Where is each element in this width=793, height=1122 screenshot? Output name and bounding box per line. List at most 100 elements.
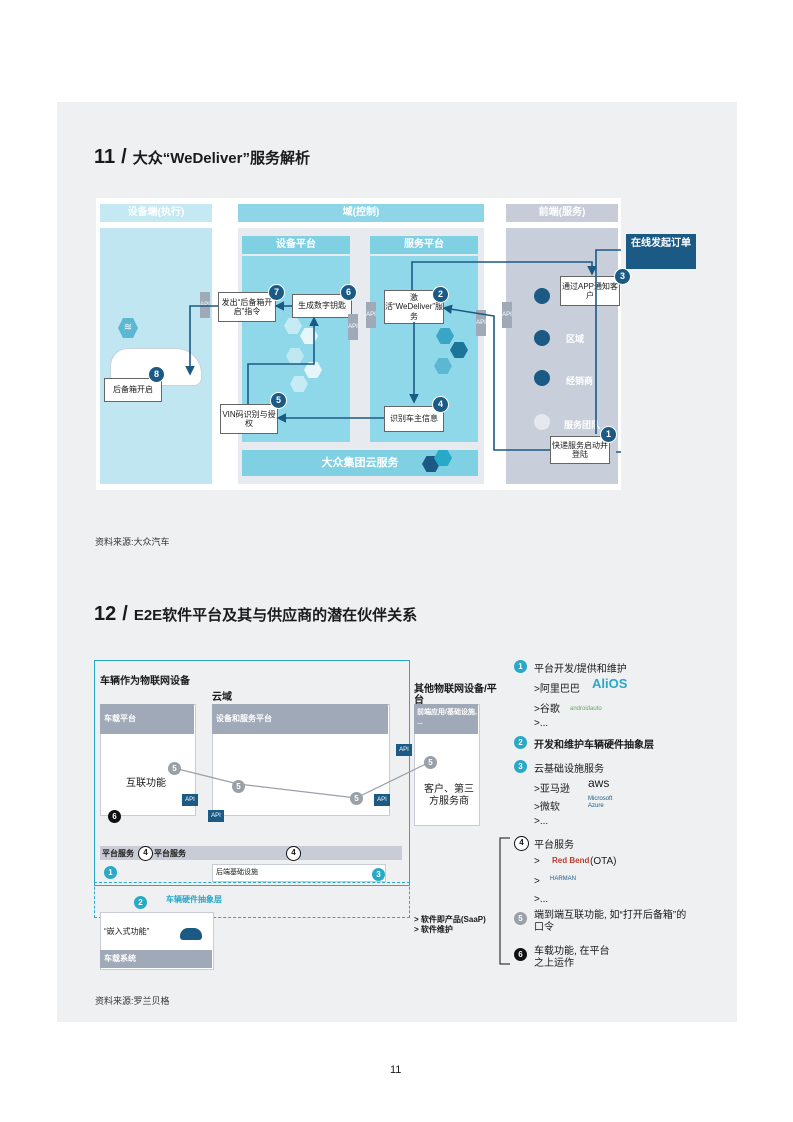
hex-decoration — [284, 318, 302, 334]
dealer-label: 经销商 — [566, 376, 594, 386]
legend-3-item: >微软 — [534, 802, 560, 813]
cloud-label: 云域 — [212, 692, 232, 703]
onboard-platform-header: 车载平台 — [100, 704, 194, 734]
legend-3-title: 云基础设施服务 — [534, 764, 604, 775]
legend-4-item: >... — [534, 894, 549, 905]
marker-4: 4 — [286, 846, 301, 861]
api-arrow: API — [182, 794, 198, 806]
marker-6: 6 — [108, 810, 121, 823]
aws-logo: aws — [588, 776, 610, 790]
hex-decoration — [434, 450, 452, 466]
step-3-badge: 3 — [614, 268, 631, 285]
dealer-icon — [534, 370, 550, 386]
step-6-badge: 6 — [340, 284, 357, 301]
connect-function-label: 互联功能 — [126, 778, 166, 789]
headset-icon — [534, 288, 550, 304]
legend-1-item: >... — [534, 718, 549, 729]
alios-logo: AliOS — [592, 676, 628, 691]
legend-panel: 1 平台开发/提供和维护 >阿里巴巴 AliOS >谷歌 androidauto… — [499, 656, 732, 976]
team-icon — [534, 414, 550, 430]
legend-2-badge: 2 — [514, 736, 527, 749]
title-slash: / — [122, 603, 128, 625]
arrow-line — [442, 304, 550, 451]
marker-3: 3 — [372, 868, 385, 881]
hex-decoration — [304, 362, 322, 378]
arrow-line — [616, 451, 621, 453]
online-order-badge[interactable]: 在线发起订单 — [626, 234, 696, 269]
legend-1-badge: 1 — [514, 660, 527, 673]
platform-service-label: 平台服务 — [154, 849, 186, 858]
saas-label: > 软件即产品(SaaP) — [414, 915, 486, 924]
redbend-logo: Red Bend — [552, 856, 590, 865]
source-note-12: 资料来源:罗兰贝格 — [95, 996, 170, 1006]
other-iot-label: 其他物联网设备/平台 — [414, 684, 497, 706]
domain-header: 域(控制) — [238, 204, 484, 222]
legend-4-item: > — [534, 856, 540, 867]
section-11-title: 11/ 大众“WeDeliver”服务解析 — [94, 146, 310, 169]
step-7-badge: 7 — [268, 284, 285, 301]
arrow-line — [595, 249, 621, 434]
legend-6-title: 车载功能, 在平台之上运作 — [534, 946, 610, 969]
marker-1: 1 — [104, 866, 117, 879]
trunk-open-box: 后备箱开启 — [104, 378, 162, 402]
page-number: 11 — [390, 1064, 402, 1076]
flow-arrows — [185, 249, 621, 453]
delivery-login-box: 快递服务启动并登陆 — [550, 436, 610, 464]
hex-decoration — [286, 348, 304, 364]
backend-infra-box — [212, 864, 386, 882]
section-number: 12 — [94, 603, 117, 625]
hw-abstraction-frame — [94, 882, 410, 918]
api-arrow: API — [396, 744, 412, 756]
connection-lines — [173, 761, 431, 799]
api-arrow: API — [374, 794, 390, 806]
step-5-badge: 5 — [270, 392, 287, 409]
sw-maintenance-label: > 软件维护 — [414, 925, 453, 934]
backend-infra-label: 后端基础设施 — [216, 869, 258, 876]
section-number: 11 — [94, 146, 116, 168]
harman-logo: HARMAN — [550, 876, 577, 882]
hex-decoration — [450, 342, 468, 358]
marker-5: 5 — [350, 792, 363, 805]
section-title-text: E2E软件平台及其与供应商的潜在伙伴关系 — [133, 607, 418, 624]
hex-decoration — [290, 376, 308, 392]
legend-bracket — [499, 837, 510, 965]
legend-4-title: 平台服务 — [534, 840, 574, 851]
legend-1-item: >谷歌 — [534, 704, 560, 715]
onboard-system-label: 车载系统 — [100, 950, 212, 968]
step-2-badge: 2 — [432, 286, 449, 303]
hw-abstraction-label: 车辆硬件抽象层 — [166, 895, 222, 904]
vehicle-iot-label: 车辆作为物联网设备 — [100, 676, 190, 687]
service-team-label: 服务团队 — [564, 420, 601, 430]
azure-logo: Microsoft Azure — [588, 796, 613, 809]
marker-4: 4 — [138, 846, 153, 861]
marker-5: 5 — [232, 780, 245, 793]
service-platform-header: 服务平台 — [370, 236, 478, 254]
hex-decoration — [434, 358, 452, 374]
legend-6-badge: 6 — [514, 948, 527, 961]
legend-1-title: 平台开发/提供和维护 — [534, 664, 627, 675]
api-tag: API — [502, 302, 512, 328]
api-tag: API — [476, 310, 486, 336]
embedded-function-label: “嵌入式功能” — [104, 927, 150, 936]
frontend-header: 前端(服务) — [506, 204, 618, 222]
legend-4-badge: 4 — [514, 836, 529, 851]
connection-line — [173, 761, 431, 799]
customer-third-party-label: 客户、第三方服务商 — [424, 784, 474, 807]
e2e-diagram: 车辆作为物联网设备 云域 其他物联网设备/平台 车载平台 互联功能 设备和服务平… — [94, 660, 510, 970]
legend-2-title: 开发和维护车辆硬件抽象层 — [534, 740, 654, 751]
arrow-line — [185, 305, 218, 376]
api-arrow: API — [208, 810, 224, 822]
api-tag: API — [200, 292, 210, 318]
section-title-text: 大众“WeDeliver”服务解析 — [132, 150, 310, 167]
marker-5: 5 — [168, 762, 181, 775]
car-icon — [180, 928, 202, 940]
source-note-11: 资料来源:大众汽车 — [95, 537, 170, 547]
title-slash: / — [121, 146, 127, 168]
wedeliver-diagram: 设备端(执行) 域(控制) 前端(服务) 设备平台 服务平台 大众集团云服务 ≋… — [96, 198, 696, 490]
marker-5: 5 — [424, 756, 437, 769]
legend-3-item: >亚马逊 — [534, 784, 570, 795]
send-command-box: 发出“后备箱开启”指令 — [218, 292, 276, 322]
android-auto-logo: androidauto — [570, 706, 602, 712]
api-tag: API — [366, 302, 376, 328]
wifi-icon: ≋ — [118, 318, 138, 338]
